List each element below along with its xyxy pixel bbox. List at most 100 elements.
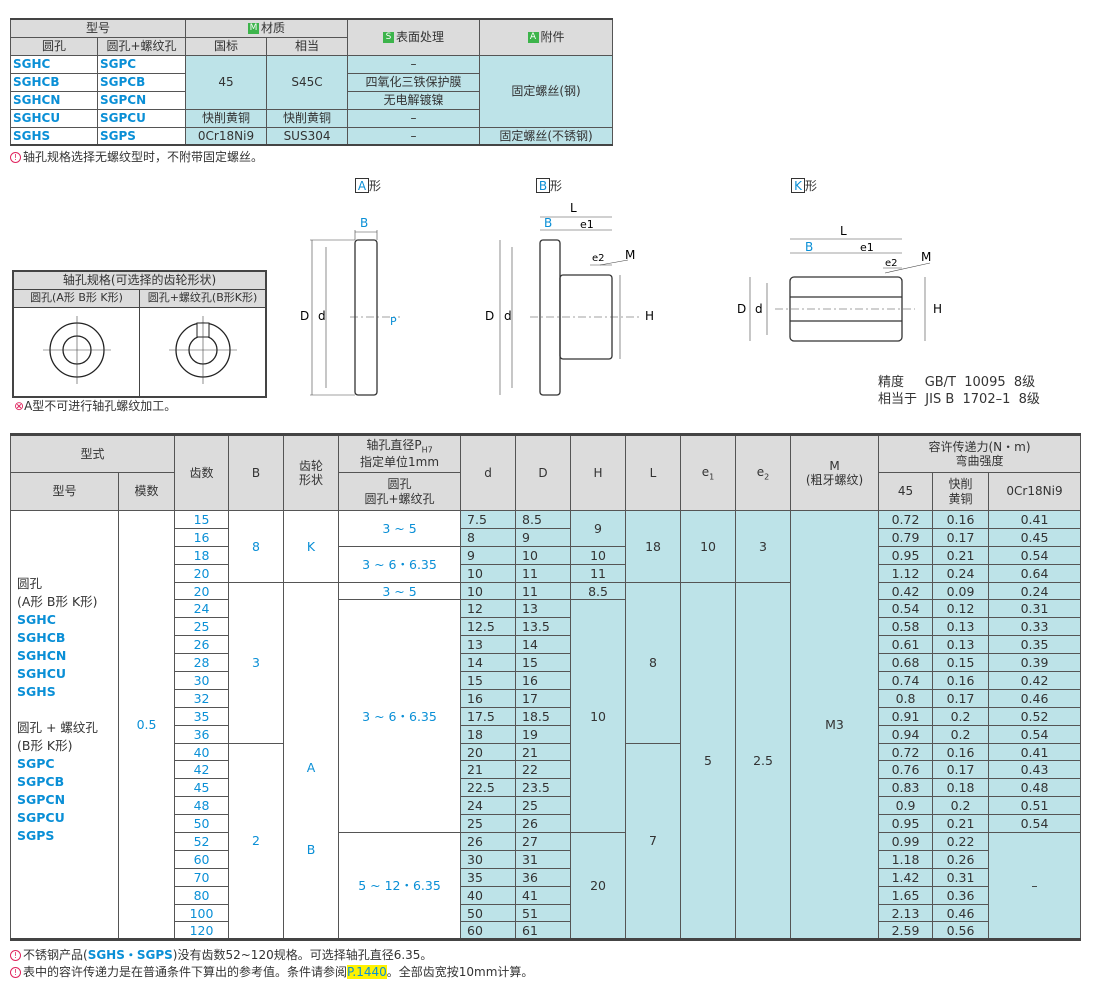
model-link[interactable]: SGPS bbox=[96, 126, 187, 146]
t45-cell: 0.79 bbox=[878, 527, 934, 547]
model-link[interactable]: SGHC bbox=[10, 54, 98, 74]
footnote-2-text: 表中的容许传递力是在普通条件下算出的参考值。条件请参阅 bbox=[23, 965, 348, 979]
t45-cell: 2.59 bbox=[878, 921, 934, 941]
tbrass-cell: 0.17 bbox=[932, 527, 990, 547]
footnote-1-text: 不锈钢产品( bbox=[23, 948, 88, 962]
header-bore-label: 轴孔直径P bbox=[366, 438, 422, 453]
footnote-1: !不锈钢产品(SGHS・SGPS)没有齿数52~120规格。可选择轴孔直径6.3… bbox=[10, 946, 432, 963]
model-label bbox=[17, 701, 118, 719]
teeth-cell: 45 bbox=[174, 778, 230, 798]
D-cell: 61 bbox=[515, 921, 572, 941]
model-link[interactable]: SGPCU bbox=[96, 108, 187, 128]
tss-cell: 0.41 bbox=[988, 510, 1082, 529]
dim-b: B bbox=[360, 216, 368, 230]
t45-cell: 0.54 bbox=[878, 599, 934, 619]
H-cell: 10 bbox=[570, 599, 627, 834]
teeth-cell: 50 bbox=[174, 814, 230, 834]
e2-cell: 3 bbox=[735, 510, 792, 583]
model-link[interactable]: SGPC bbox=[96, 54, 187, 74]
model-code[interactable]: SGHCN bbox=[17, 648, 67, 663]
precision-label: 精度 bbox=[878, 375, 905, 390]
header-module: 模数 bbox=[117, 472, 176, 511]
t45-cell: 1.42 bbox=[878, 867, 934, 887]
model-link[interactable]: SGPCN bbox=[96, 90, 187, 110]
d-cell: 13 bbox=[460, 635, 517, 655]
d-cell: 10 bbox=[460, 563, 517, 583]
model-link[interactable]: SGHCN bbox=[10, 90, 98, 110]
surface-cell: 无电解镀镍 bbox=[347, 90, 481, 110]
model-link[interactable]: SGHCU bbox=[10, 108, 98, 128]
model-code[interactable]: SGPCU bbox=[17, 810, 65, 825]
t45-cell: 0.76 bbox=[878, 760, 934, 780]
d-cell: 50 bbox=[460, 903, 517, 923]
model-code[interactable]: SGHCU bbox=[17, 666, 67, 681]
t45-cell: 2.13 bbox=[878, 903, 934, 923]
round-bore-figure bbox=[12, 306, 140, 398]
header-model: 型号 bbox=[10, 472, 119, 511]
page-reference-link[interactable]: P.1440 bbox=[347, 965, 387, 979]
tbrass-cell: 0.16 bbox=[932, 742, 990, 762]
teeth-cell: 28 bbox=[174, 653, 230, 673]
model-link[interactable]: SGHS bbox=[10, 126, 98, 146]
module-cell: 0.5 bbox=[117, 509, 176, 941]
model-code[interactable]: SGPCB bbox=[17, 774, 65, 789]
model-code[interactable]: SGHCB bbox=[17, 630, 66, 645]
surface-cell: – bbox=[347, 126, 481, 146]
header-shape: 齿轮 形状 bbox=[283, 434, 340, 511]
tbrass-cell: 0.2 bbox=[932, 706, 990, 726]
e1-cell: 10 bbox=[680, 510, 737, 583]
tss-cell: 0.33 bbox=[988, 617, 1082, 637]
D-cell: 51 bbox=[515, 903, 572, 923]
B-cell: 3 bbox=[228, 581, 285, 744]
dim-b: B bbox=[805, 240, 813, 254]
bore-cell: 5 ~ 12・6.35 bbox=[338, 832, 462, 941]
model-link[interactable]: SGPCB bbox=[96, 72, 187, 92]
D-cell: 23.5 bbox=[515, 778, 572, 798]
header-bore-sub: H7 bbox=[421, 445, 433, 455]
tss-cell: 0.43 bbox=[988, 760, 1082, 780]
t45-cell: 0.9 bbox=[878, 796, 934, 816]
type-b-box: B bbox=[536, 178, 550, 193]
tss-cell: 0.54 bbox=[988, 724, 1082, 744]
bore-note-text: A型不可进行轴孔螺纹加工。 bbox=[24, 399, 177, 413]
t45-cell: 1.12 bbox=[878, 563, 934, 583]
model-code[interactable]: SGPS bbox=[17, 828, 55, 843]
top-note: !轴孔规格选择无螺纹型时，不附带固定螺丝。 bbox=[10, 148, 263, 165]
header-torque-45: 45 bbox=[878, 472, 934, 511]
header-equiv: 相当 bbox=[266, 36, 349, 56]
model-code[interactable]: SGPCN bbox=[17, 792, 66, 807]
precision-equiv-label: 相当于 bbox=[878, 392, 918, 407]
D-cell: 31 bbox=[515, 849, 572, 869]
e1-cell: 5 bbox=[680, 581, 737, 941]
footnote-2-text-end: 。全部齿宽按10mm计算。 bbox=[386, 965, 534, 979]
M-cell: M3 bbox=[790, 509, 880, 941]
model-link[interactable]: SGHCB bbox=[10, 72, 98, 92]
H-cell: 8.5 bbox=[570, 581, 627, 601]
model-code[interactable]: SGPC bbox=[17, 756, 55, 771]
tss-cell: 0.39 bbox=[988, 653, 1082, 673]
model-code[interactable]: SGHC bbox=[17, 612, 56, 627]
model-code[interactable]: SGHS bbox=[17, 684, 56, 699]
type-k-box: K bbox=[791, 178, 805, 193]
bore-tap-header: 圆孔+螺纹孔(B形K形) bbox=[139, 288, 267, 308]
d-cell: 20 bbox=[460, 742, 517, 762]
dim-d: d bbox=[318, 309, 326, 323]
d-cell: 14 bbox=[460, 653, 517, 673]
dim-e1: e1 bbox=[580, 218, 594, 231]
d-cell: 40 bbox=[460, 885, 517, 905]
H-cell: 11 bbox=[570, 563, 627, 583]
dim-D: D bbox=[300, 309, 309, 323]
teeth-cell: 60 bbox=[174, 849, 230, 869]
teeth-cell: 20 bbox=[174, 563, 230, 583]
t45-cell: 0.72 bbox=[878, 742, 934, 762]
